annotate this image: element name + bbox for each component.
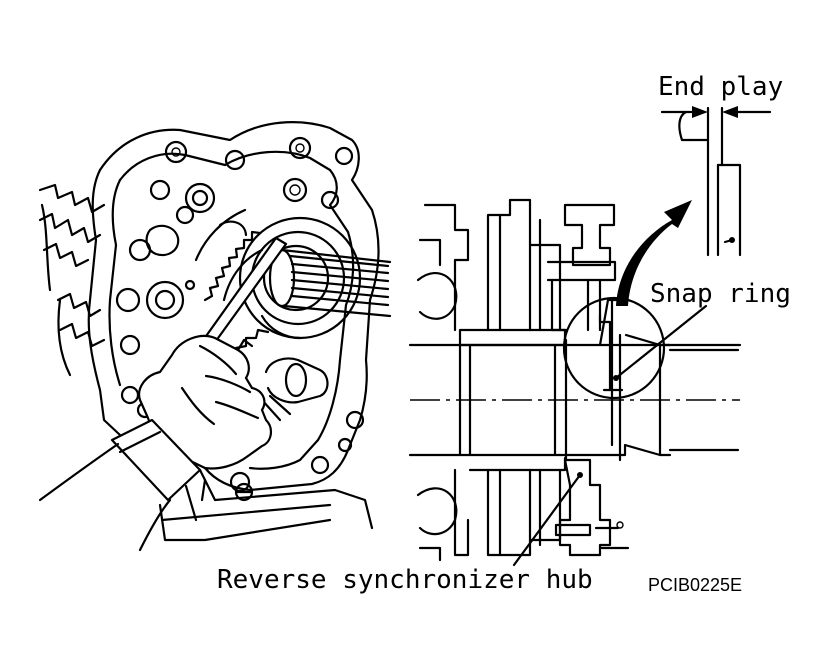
reverse-synchronizer-hub-label: Reverse synchronizer hub	[217, 565, 593, 595]
figure-code: PCIB0225E	[648, 575, 743, 595]
snap-ring-label: Snap ring	[650, 279, 791, 309]
hand-illustration	[38, 334, 272, 552]
cross-section-drawing	[408, 106, 772, 567]
transaxle-case-illustration	[38, 121, 392, 542]
end-play-label: End play	[658, 72, 784, 102]
